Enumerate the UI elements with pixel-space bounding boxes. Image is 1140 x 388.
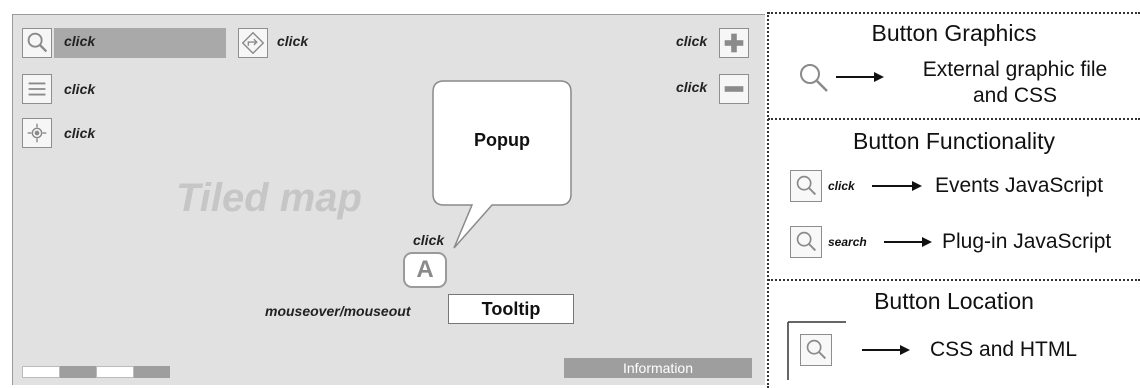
zoom-out-click-label: click bbox=[676, 79, 708, 95]
zoom-in-click-label: click bbox=[676, 33, 708, 49]
click-desc: Events JavaScript bbox=[935, 174, 1104, 197]
search-bar[interactable] bbox=[54, 28, 226, 58]
mouseover-label: mouseover/mouseout bbox=[265, 303, 411, 319]
popup-bubble bbox=[432, 80, 572, 249]
search-icon bbox=[796, 175, 817, 196]
list-button[interactable] bbox=[22, 74, 52, 104]
arrow-icon bbox=[862, 345, 910, 355]
arrow-icon bbox=[884, 237, 932, 247]
locate-click-label: click bbox=[64, 125, 96, 141]
page-corner-icon bbox=[787, 321, 846, 380]
legend-click-word: click bbox=[828, 179, 855, 193]
marker-click-label: click bbox=[413, 232, 445, 248]
search-click-label: click bbox=[64, 33, 96, 49]
tiled-map-watermark: Tiled map bbox=[176, 176, 362, 220]
locate-icon bbox=[27, 123, 47, 143]
search-button-sample-3 bbox=[800, 334, 832, 366]
zoom-out-icon bbox=[724, 86, 744, 92]
zoom-in-icon bbox=[724, 33, 744, 53]
graphics-desc-line2: and CSS bbox=[972, 84, 1058, 107]
legend-divider-top bbox=[768, 12, 1140, 14]
functionality-title: Button Functionality bbox=[852, 128, 1055, 154]
graphics-desc-line1: External graphic file bbox=[922, 58, 1108, 81]
scale-bar-segment-3 bbox=[96, 366, 134, 378]
search-icon bbox=[27, 32, 48, 53]
graphics-title: Button Graphics bbox=[871, 20, 1037, 46]
navigate-click-label: click bbox=[277, 33, 309, 49]
zoom-out-button[interactable] bbox=[719, 74, 749, 104]
arrow-icon bbox=[872, 181, 922, 191]
search-icon bbox=[806, 339, 827, 360]
search-button-sample-2 bbox=[790, 226, 822, 258]
scale-bar-segment-2 bbox=[60, 366, 96, 378]
map-panel[interactable] bbox=[12, 14, 765, 385]
scale-bar-segment-4 bbox=[134, 366, 170, 378]
legend-divider-vertical bbox=[767, 12, 769, 388]
arrow-icon bbox=[836, 72, 884, 82]
search-desc: Plug-in JavaScript bbox=[942, 230, 1112, 253]
tooltip-box: Tooltip bbox=[448, 294, 574, 324]
popup-title: Popup bbox=[474, 130, 530, 150]
search-icon bbox=[800, 64, 828, 92]
search-icon bbox=[796, 231, 817, 252]
scale-bar-segment-1 bbox=[22, 366, 60, 378]
search-button-sample bbox=[790, 170, 822, 202]
legend-search-word: search bbox=[828, 235, 867, 249]
list-click-label: click bbox=[64, 81, 96, 97]
location-title: Button Location bbox=[874, 288, 1034, 314]
legend-divider-2 bbox=[768, 279, 1140, 281]
navigate-icon bbox=[241, 31, 265, 55]
location-desc: CSS and HTML bbox=[930, 338, 1078, 361]
search-button[interactable] bbox=[22, 28, 52, 58]
marker-icon[interactable]: A bbox=[403, 252, 447, 288]
list-icon bbox=[28, 82, 46, 96]
legend-divider-1 bbox=[768, 118, 1140, 120]
zoom-in-button[interactable] bbox=[719, 28, 749, 58]
navigate-button[interactable] bbox=[238, 28, 268, 58]
locate-button[interactable] bbox=[22, 118, 52, 148]
information-bar[interactable]: Information bbox=[564, 358, 752, 378]
